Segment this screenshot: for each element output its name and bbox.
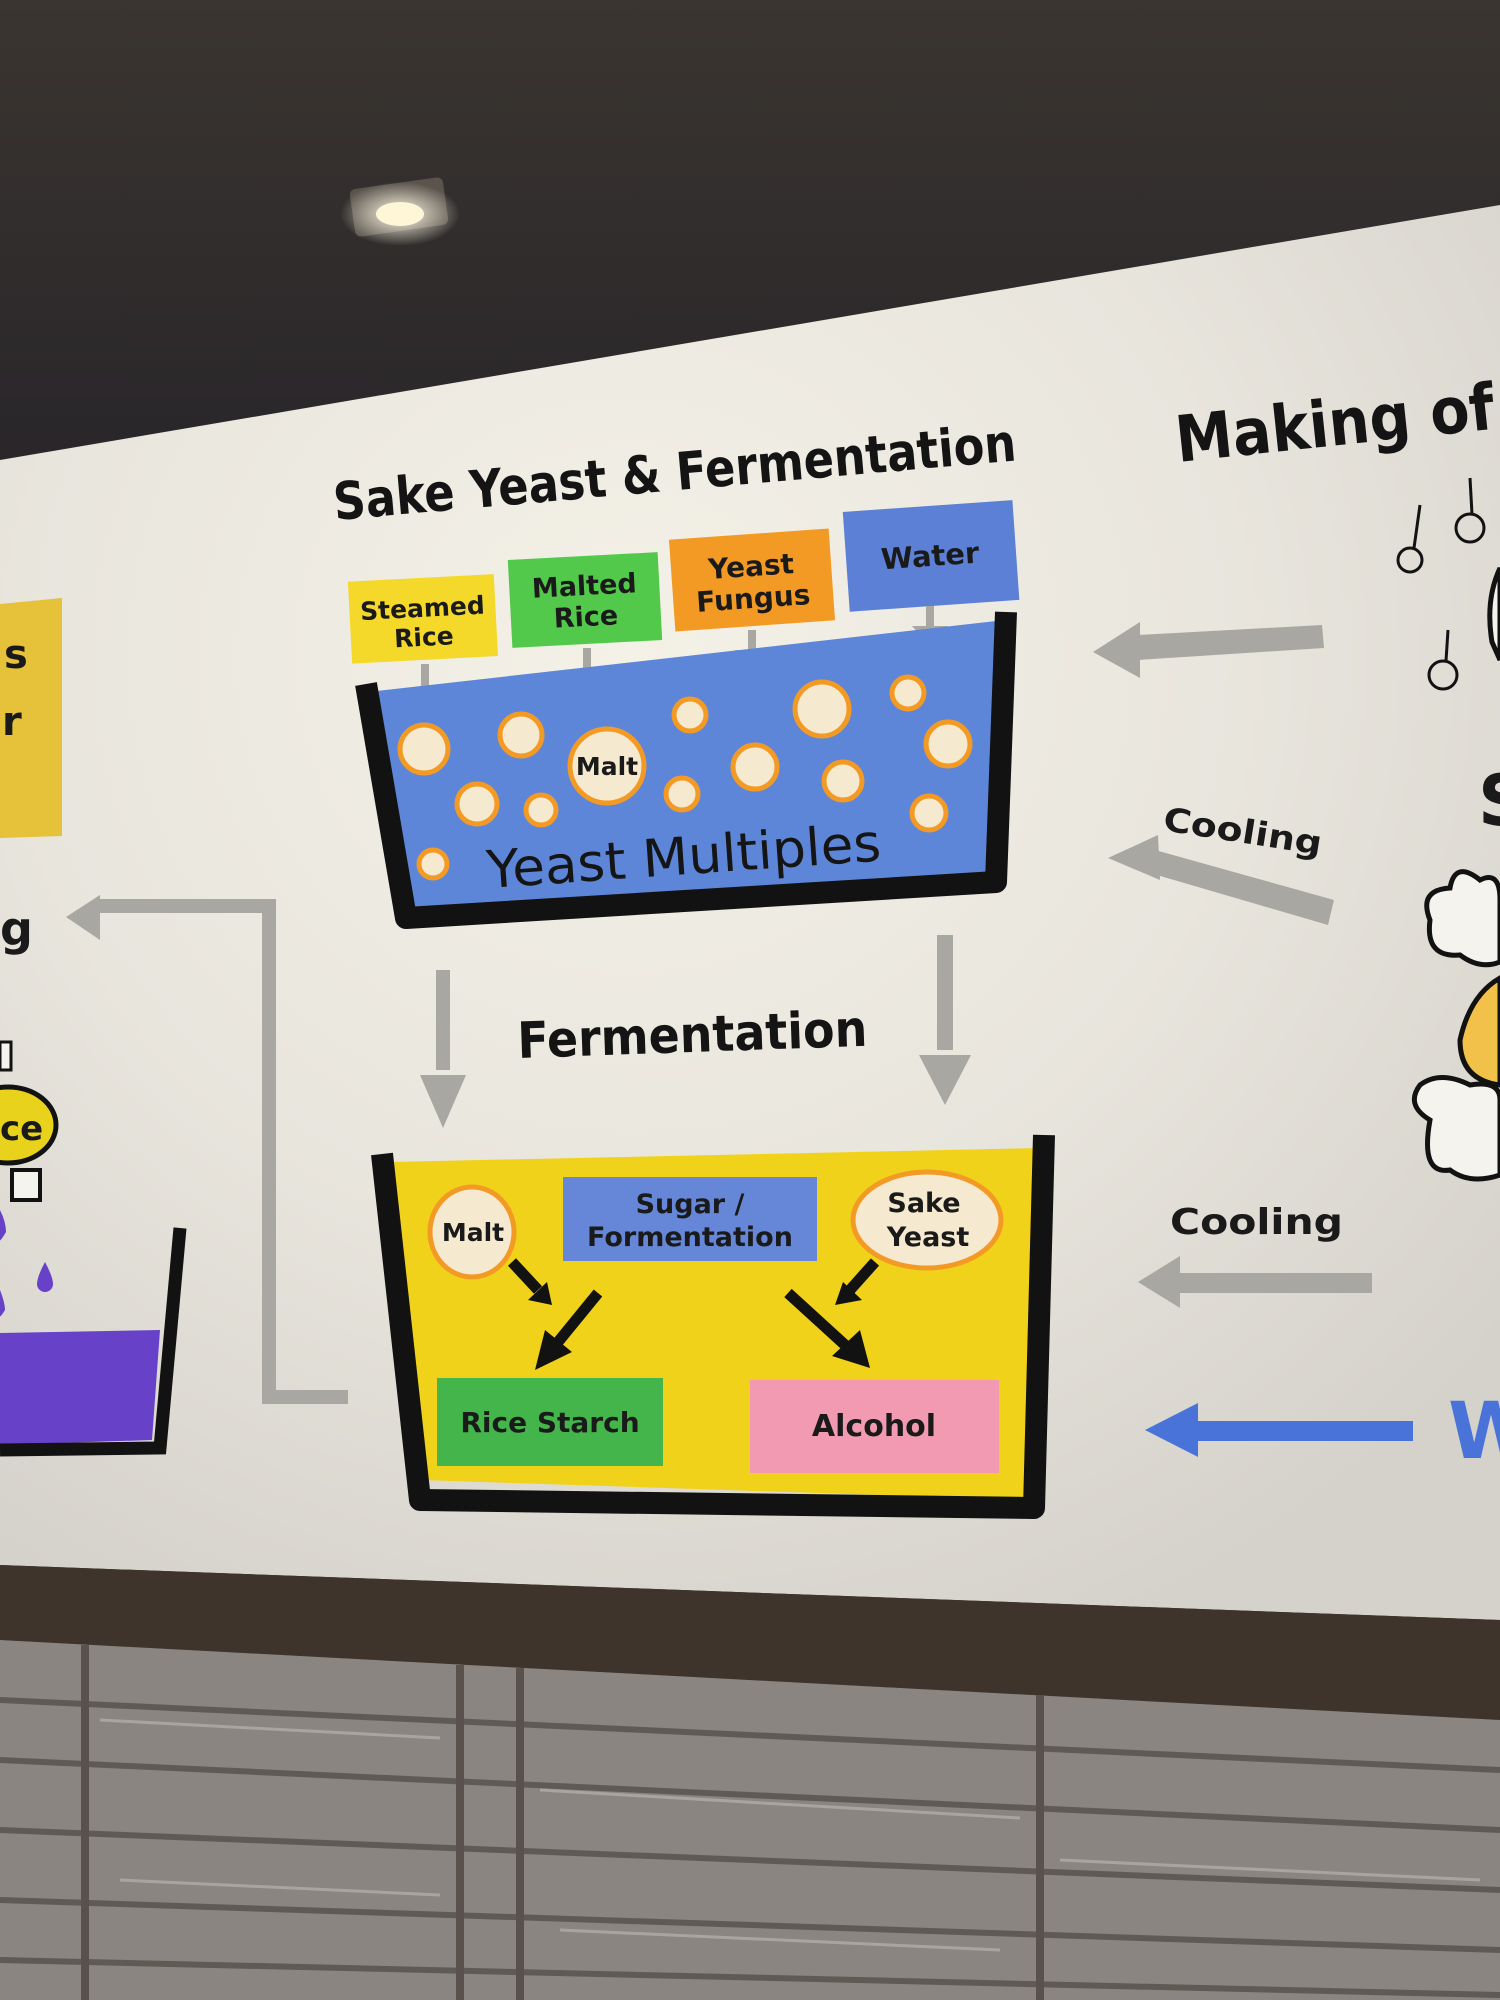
ingredient-steamed-rice: Steamed Rice (347, 574, 498, 664)
ingredient-yeast-fungus-line1: Yeast (706, 547, 795, 586)
rice-starch-label: Rice Starch (460, 1406, 639, 1439)
top-malt-bubble: Malt (567, 726, 647, 806)
sake-yeast-oval: Sake Yeast (850, 1169, 1004, 1271)
wood-grain (99, 1718, 1481, 1952)
alcohol-label: Alcohol (812, 1409, 936, 1444)
blue-arrow (1145, 1403, 1413, 1457)
yeast-bubbles (397, 674, 973, 881)
ingredient-malted-rice: Malted Rice (507, 552, 663, 648)
sugar-box-line2: Formentation (587, 1222, 793, 1253)
bottom-malt-oval: Malt (427, 1184, 517, 1280)
bottom-malt-label: Malt (442, 1218, 504, 1247)
ceiling (0, 0, 1500, 460)
fermentation-label: Fermentation (516, 1000, 868, 1070)
rice-starch-box: Rice Starch (437, 1378, 663, 1466)
wood-plank-lines (0, 1697, 1500, 1998)
left-panel-fragment: s r (0, 598, 62, 838)
left-return-arrow (66, 895, 348, 1404)
conversion-arrows (507, 1258, 880, 1370)
sugar-box-line1: Sugar / (636, 1189, 745, 1220)
fermentation-arrows (420, 935, 971, 1128)
left-purple-tank (0, 1227, 187, 1457)
wood-trim (0, 1565, 1500, 1720)
left-oval-label: ce (0, 1109, 43, 1149)
alcohol-box: Alcohol (750, 1380, 999, 1473)
left-fragment-line2: r (2, 699, 22, 745)
left-fragment-mid: g (0, 902, 33, 956)
ingredient-malted-rice-line1: Malted (531, 568, 637, 604)
sake-mascot-fragment (1396, 477, 1500, 1182)
right-gray-arrows (1093, 622, 1372, 1308)
top-malt-label: Malt (576, 752, 638, 781)
ingredient-yeast-fungus: Yeast Fungus (668, 528, 836, 632)
wood-plank-joints (81, 1645, 1044, 2000)
sake-yeast-line1: Sake (887, 1188, 960, 1219)
ceiling-light-bulb (376, 202, 424, 226)
right-edge-fragment-s: S (1478, 760, 1500, 842)
ingredient-water-label: Water (880, 536, 981, 577)
ingredient-yeast-fungus-line2: Fungus (695, 578, 811, 619)
sugar-box: Sugar / Formentation (563, 1177, 817, 1261)
ingredient-steamed-rice-line2: Rice (393, 621, 454, 653)
ingredient-water: Water (842, 500, 1020, 612)
sake-yeast-line2: Yeast (886, 1222, 970, 1253)
cooling-label-2: Cooling (1170, 1202, 1343, 1243)
right-edge-letter: W (1448, 1387, 1500, 1477)
left-fragment-line1: s (4, 632, 28, 678)
ingredient-steamed-rice-line1: Steamed (359, 591, 485, 626)
water-drops (0, 1210, 53, 1317)
mural-wall (0, 205, 1500, 1620)
left-oval-fragment: ce (0, 1040, 59, 1202)
ingredient-malted-rice-line2: Rice (553, 600, 619, 634)
